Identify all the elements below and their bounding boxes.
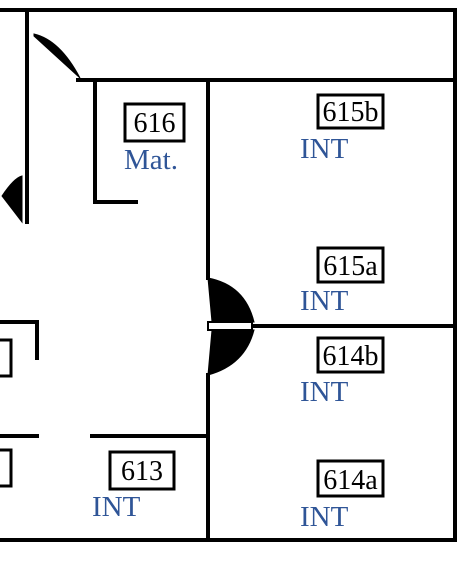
room-number: 616 (134, 108, 176, 139)
door-swing-icon (207, 329, 255, 376)
room-number-box (316, 246, 385, 284)
doors (1, 33, 255, 376)
partial-room-box (0, 448, 13, 488)
room-615b[interactable]: 615b INT (300, 93, 385, 165)
room-use: INT (92, 491, 141, 523)
room-use: INT (300, 133, 349, 165)
room-number-box (123, 102, 186, 143)
room-614a[interactable]: 614a INT (300, 459, 385, 533)
room-number: 614b (323, 341, 379, 372)
room-615a[interactable]: 615a INT (300, 246, 385, 317)
walls (0, 8, 457, 542)
room-use: INT (300, 376, 349, 408)
door-swing-icon (207, 277, 255, 323)
room-number-box (316, 336, 385, 374)
room-number: 613 (121, 456, 163, 487)
room-613[interactable]: 613 INT (92, 450, 176, 523)
door-swing-icon (33, 33, 81, 79)
room-use: INT (300, 501, 349, 533)
room-number: 615a (323, 251, 378, 282)
partial-room-box (0, 338, 13, 378)
room-number-box (108, 450, 176, 491)
room-number: 615b (323, 97, 379, 128)
room-616[interactable]: 616 Mat. (123, 102, 186, 176)
door-sill (207, 321, 253, 331)
room-use: INT (300, 285, 349, 317)
room-use: Mat. (124, 144, 178, 176)
room-number-box (316, 93, 385, 130)
door-swing-icon (1, 175, 23, 224)
room-number-box (316, 459, 385, 498)
room-614b[interactable]: 614b INT (300, 336, 385, 408)
room-number: 614a (323, 465, 378, 496)
